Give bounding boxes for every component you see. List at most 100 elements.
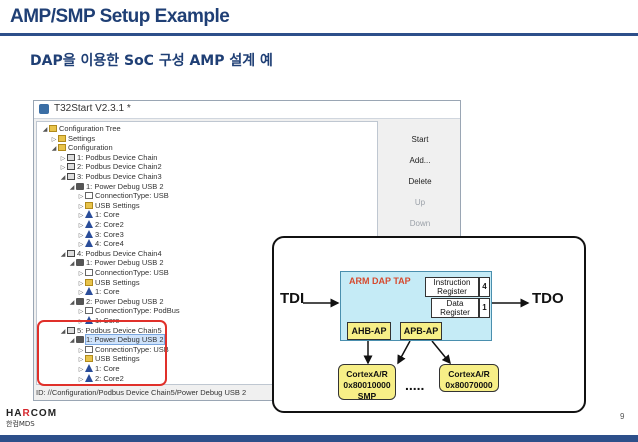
collapsed-icon[interactable]: ▷ bbox=[78, 367, 84, 373]
connection-icon bbox=[85, 269, 93, 276]
collapsed-icon[interactable]: ▷ bbox=[78, 309, 84, 316]
tree-item[interactable]: ▷1: Core bbox=[77, 286, 120, 297]
page-number: 9 bbox=[620, 412, 625, 421]
tree-item[interactable]: ▷1: Core bbox=[77, 209, 120, 220]
core1-box: CortexA/R 0x80010000 SMP bbox=[338, 364, 396, 401]
start-button[interactable]: Start bbox=[385, 131, 455, 148]
tree-item[interactable]: ▷ConnectionType: USB bbox=[77, 267, 169, 278]
collapsed-icon[interactable]: ▷ bbox=[78, 242, 84, 249]
tree-item[interactable]: ◢1: Power Debug USB 2 bbox=[68, 334, 165, 346]
collapsed-icon[interactable]: ▷ bbox=[51, 136, 57, 143]
core1-type: CortexA/R bbox=[346, 369, 388, 379]
title-divider bbox=[0, 33, 638, 36]
tree-item[interactable]: ▷USB Settings bbox=[77, 353, 140, 364]
tree-item-label: 1: Podbus Device Chain bbox=[77, 152, 158, 162]
tree-item[interactable]: ◢ 4: Podbus Device Chain4 bbox=[59, 248, 162, 259]
expanded-icon[interactable]: ◢ bbox=[69, 338, 75, 345]
tree-item-label: Configuration bbox=[68, 143, 113, 153]
tree-item[interactable]: ▷ConnectionType: USB bbox=[77, 190, 169, 201]
data-register: Data Register bbox=[431, 298, 479, 318]
tree-item-label: 3: Core3 bbox=[95, 229, 124, 239]
collapsed-icon[interactable]: ▷ bbox=[78, 232, 84, 239]
connection-icon bbox=[85, 345, 93, 353]
logo-part2: R bbox=[22, 408, 31, 419]
apb-ap-box: APB-AP bbox=[400, 322, 442, 340]
collapsed-icon[interactable]: ▷ bbox=[78, 319, 84, 325]
tdo-label: TDO bbox=[532, 290, 564, 307]
collapsed-icon[interactable]: ▷ bbox=[60, 155, 66, 162]
tree-item[interactable]: ▷USB Settings bbox=[77, 277, 140, 288]
tree-item-label: Settings bbox=[68, 133, 96, 143]
expanded-icon[interactable]: ◢ bbox=[69, 184, 75, 191]
tree-item[interactable]: ▷1: Core bbox=[77, 363, 120, 374]
collapsed-icon[interactable]: ▷ bbox=[78, 376, 84, 383]
folder-icon bbox=[85, 201, 93, 209]
tree-item[interactable]: ▷ Settings bbox=[50, 133, 95, 144]
debugger-icon bbox=[76, 259, 84, 267]
tree-item[interactable]: ◢1: Power Debug USB 2 bbox=[68, 181, 164, 192]
expanded-icon[interactable]: ◢ bbox=[69, 299, 75, 306]
connection-icon bbox=[85, 192, 93, 200]
chain-icon bbox=[67, 153, 75, 161]
tree-item[interactable]: ◢ 2: Power Debug USB 2 bbox=[68, 296, 164, 307]
logo-subtitle: 한컴MDS bbox=[6, 420, 35, 428]
window-titlebar[interactable]: T32Start V2.3.1 * bbox=[34, 101, 460, 119]
down-button[interactable]: Down bbox=[385, 215, 455, 232]
collapsed-icon[interactable]: ▷ bbox=[78, 203, 84, 210]
ellipsis: ..... bbox=[405, 377, 425, 393]
expanded-icon[interactable]: ◢ bbox=[60, 251, 66, 258]
tree-item[interactable]: ▷2: Core2 bbox=[77, 373, 124, 384]
instruction-register-value: 4 bbox=[479, 277, 490, 297]
expanded-icon[interactable]: ◢ bbox=[60, 328, 66, 335]
tree-item[interactable]: ▷ USB Settings bbox=[77, 200, 140, 211]
up-button[interactable]: Up bbox=[385, 194, 455, 211]
slide-title: AMP/SMP Setup Example bbox=[10, 6, 230, 27]
folder-icon bbox=[58, 144, 66, 152]
tree-item-label: 4: Core4 bbox=[95, 239, 124, 249]
tree-item[interactable]: ◢Configuration Tree bbox=[41, 123, 121, 134]
collapsed-icon[interactable]: ▷ bbox=[78, 194, 84, 201]
tree-item[interactable]: ▷ 3: Core3 bbox=[77, 229, 124, 240]
collapsed-icon[interactable]: ▷ bbox=[78, 213, 84, 220]
collapsed-icon[interactable]: ▷ bbox=[60, 165, 66, 172]
collapsed-icon[interactable]: ▷ bbox=[78, 223, 84, 229]
tree-item[interactable]: ◢1: Power Debug USB 2 bbox=[68, 257, 164, 268]
tree-item[interactable]: ▷ 4: Core4 bbox=[77, 238, 124, 249]
core1-address: 0x80010000 bbox=[343, 380, 391, 390]
tree-item[interactable]: ▷ 1: Podbus Device Chain bbox=[59, 152, 158, 163]
folder-icon bbox=[58, 134, 66, 142]
tree-item[interactable]: ▷ 2: Podbus Device Chain2 bbox=[59, 161, 162, 172]
tree-item-label: USB Settings bbox=[95, 200, 140, 210]
collapsed-icon[interactable]: ▷ bbox=[78, 280, 84, 287]
tree-item[interactable]: ▷ConnectionType: PodBus bbox=[77, 305, 180, 316]
window-title: T32Start V2.3.1 * bbox=[54, 103, 131, 114]
chain-icon bbox=[67, 326, 75, 334]
expanded-icon[interactable]: ◢ bbox=[42, 127, 48, 133]
tree-item[interactable]: ▷ 2: Core2 bbox=[77, 219, 124, 230]
tree-item-label: 4: Podbus Device Chain4 bbox=[77, 248, 162, 258]
add-button[interactable]: Add... bbox=[385, 152, 455, 169]
collapsed-icon[interactable]: ▷ bbox=[78, 290, 84, 297]
expanded-icon[interactable]: ◢ bbox=[69, 261, 75, 268]
gear-icon bbox=[49, 125, 57, 132]
tree-item[interactable]: ◢ Configuration bbox=[50, 142, 113, 153]
instruction-register: Instruction Register bbox=[425, 277, 479, 297]
ahb-ap-box: AHB-AP bbox=[347, 322, 391, 340]
collapsed-icon[interactable]: ▷ bbox=[78, 271, 84, 277]
tree-item-label: 2: Power Debug USB 2 bbox=[86, 296, 164, 306]
tree-item[interactable]: ◢5: Podbus Device Chain5 bbox=[59, 325, 162, 336]
collapsed-icon[interactable]: ▷ bbox=[78, 347, 84, 354]
core-icon bbox=[85, 373, 93, 382]
footer-divider bbox=[0, 435, 638, 442]
expanded-icon[interactable]: ◢ bbox=[51, 146, 57, 153]
core1-mode: SMP bbox=[357, 391, 377, 401]
delete-button[interactable]: Delete bbox=[385, 173, 455, 190]
tree-item-label: 2: Core2 bbox=[95, 220, 124, 229]
expanded-icon[interactable]: ◢ bbox=[60, 175, 66, 181]
collapsed-icon[interactable]: ▷ bbox=[78, 357, 84, 364]
chain-icon bbox=[67, 249, 75, 257]
tree-item[interactable]: ▷ConnectionType: USB bbox=[77, 344, 169, 355]
tree-item-label: 2: Podbus Device Chain2 bbox=[77, 162, 162, 172]
tree-item[interactable]: ◢3: Podbus Device Chain3 bbox=[59, 171, 162, 182]
